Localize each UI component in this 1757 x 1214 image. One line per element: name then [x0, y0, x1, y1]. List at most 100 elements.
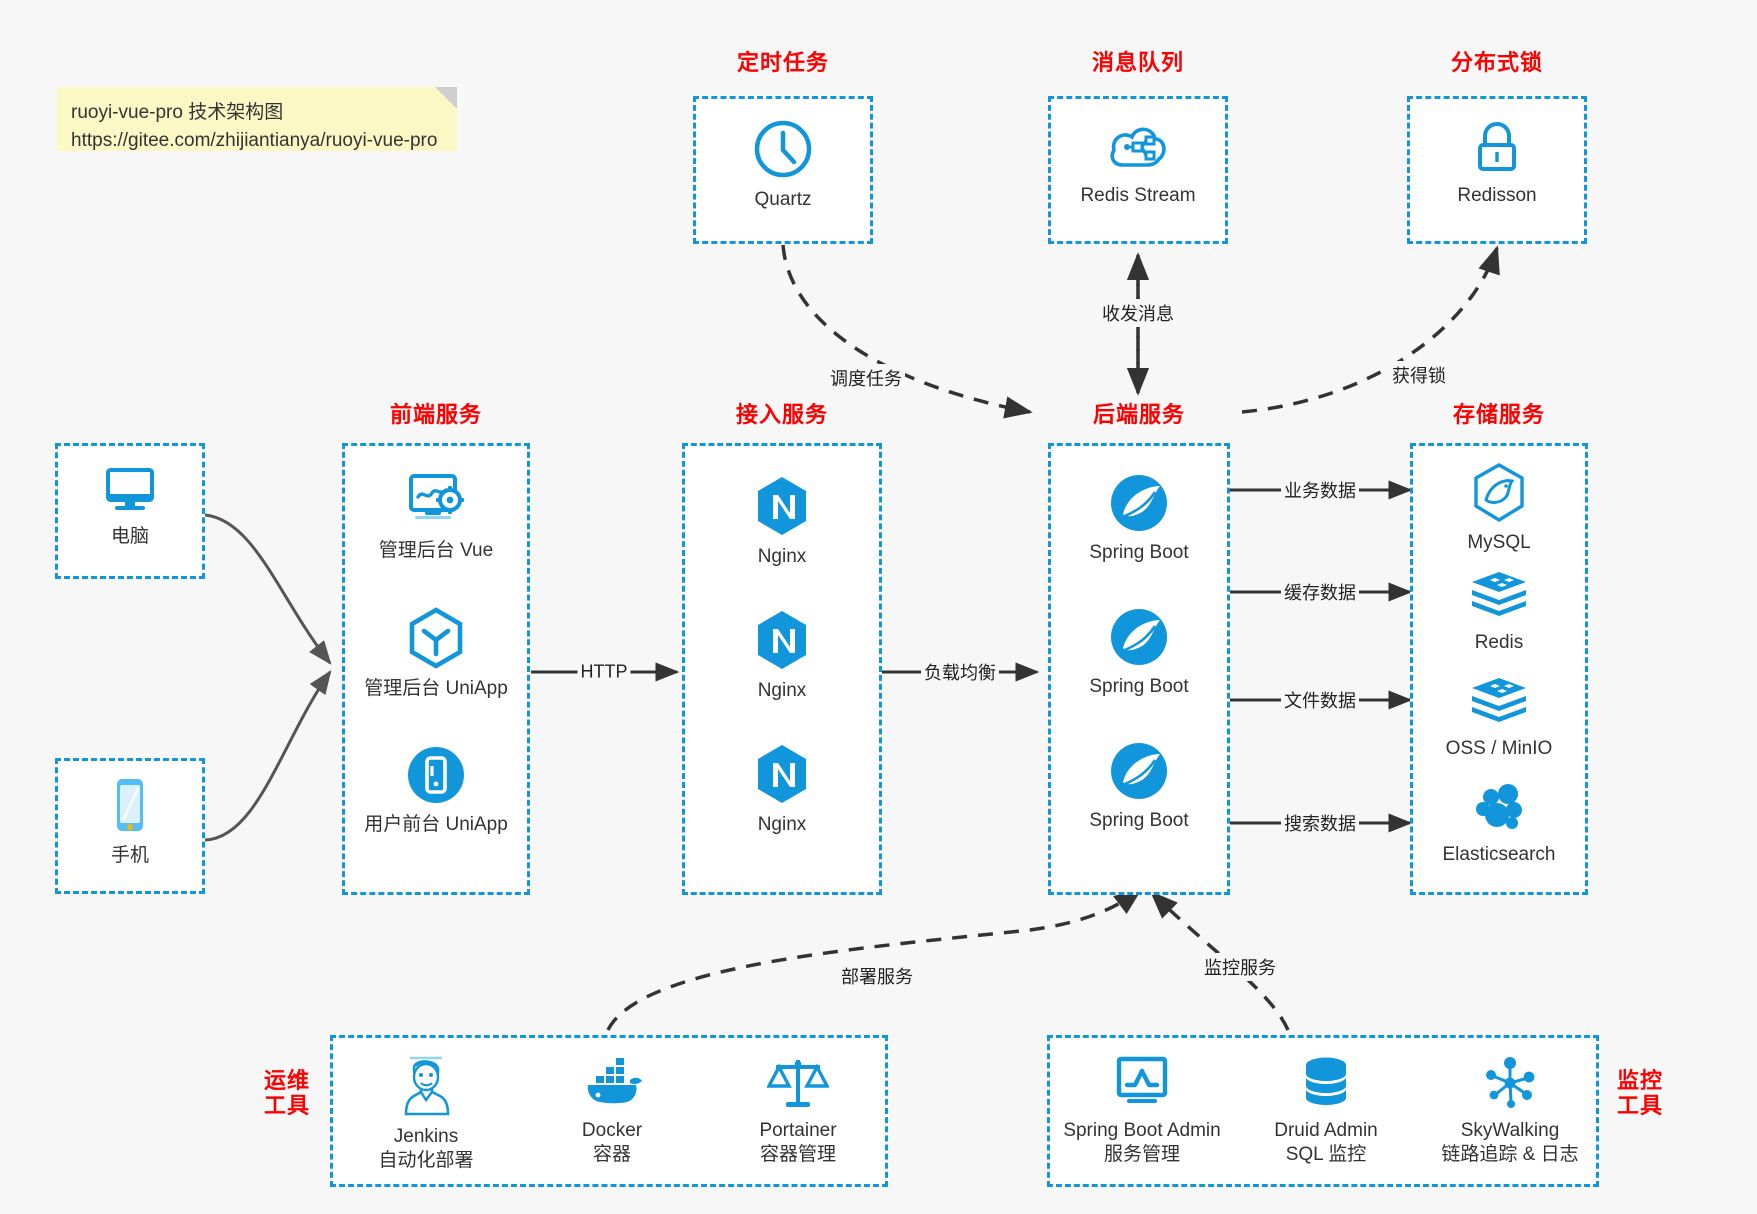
node-springboot-3[interactable]: Spring Boot	[1051, 740, 1227, 833]
edge-label-biz-data: 业务数据	[1281, 476, 1359, 504]
edge-label-mq: 收发消息	[1099, 299, 1177, 327]
node-docker[interactable]: Docker 容器	[519, 1054, 705, 1167]
node-label: 用户前台 UniApp	[364, 814, 508, 835]
node-label: 管理后台 UniApp	[364, 678, 508, 699]
node-label: 管理后台 Vue	[378, 540, 494, 561]
node-admin-uniapp[interactable]: 管理后台 UniApp	[345, 606, 527, 701]
spring-leaf-icon	[1108, 740, 1170, 802]
node-label: Elasticsearch	[1442, 844, 1556, 865]
node-sublabel: 容器	[592, 1143, 631, 1165]
node-label: Portainer	[759, 1120, 837, 1141]
group-box-frontend: 管理后台 Vue 管理后台 UniApp 用户前台 UniApp	[342, 443, 530, 895]
monitor-chart-icon	[1111, 1054, 1173, 1112]
node-nginx-1[interactable]: Nginx	[685, 474, 879, 569]
node-druid-admin[interactable]: Druid Admin SQL 监控	[1234, 1054, 1418, 1167]
node-label: Nginx	[757, 546, 807, 567]
group-box-lock: Redisson	[1407, 96, 1587, 244]
node-springboot-1[interactable]: Spring Boot	[1051, 472, 1227, 565]
note-line-2: https://gitee.com/zhijiantianya/ruoyi-vu…	[71, 129, 438, 151]
group-box-mq: Redis Stream	[1048, 96, 1228, 244]
node-label: 电脑	[110, 526, 149, 547]
lock-icon	[1468, 119, 1526, 177]
node-jenkins[interactable]: Jenkins 自动化部署	[333, 1054, 519, 1173]
node-user-uniapp[interactable]: 用户前台 UniApp	[345, 744, 527, 837]
desktop-icon	[100, 462, 160, 518]
group-title-devops-line1: 运维	[263, 1068, 310, 1093]
node-mysql[interactable]: MySQL	[1413, 462, 1585, 555]
node-label: MySQL	[1467, 532, 1531, 553]
node-sublabel: 自动化部署	[378, 1149, 474, 1171]
node-nginx-3[interactable]: Nginx	[685, 742, 879, 837]
redis-stack-icon	[1468, 674, 1530, 730]
cloud-stream-icon	[1107, 119, 1169, 177]
group-box-gateway: Nginx Nginx Nginx	[682, 443, 882, 895]
edge-label-monitor: 监控服务	[1201, 953, 1279, 981]
note-fold-corner	[435, 87, 457, 109]
node-label: Spring Boot	[1089, 542, 1189, 563]
node-portainer[interactable]: Portainer 容器管理	[705, 1054, 891, 1167]
group-title-storage: 存储服务	[1452, 402, 1545, 427]
node-phone[interactable]: 手机	[58, 775, 202, 868]
node-label: Spring Boot	[1089, 810, 1189, 831]
group-title-frontend: 前端服务	[389, 402, 482, 427]
node-sublabel: 链路追踪 & 日志	[1441, 1143, 1579, 1165]
node-redis-stream[interactable]: Redis Stream	[1051, 119, 1225, 208]
group-box-client-mobile: 手机	[55, 758, 205, 894]
group-box-storage: MySQL Redis	[1410, 443, 1588, 895]
node-redis[interactable]: Redis	[1413, 568, 1585, 655]
node-nginx-2[interactable]: Nginx	[685, 608, 879, 703]
note-line-1: ruoyi-vue-pro 技术架构图	[71, 102, 284, 123]
node-admin-vue[interactable]: 管理后台 Vue	[345, 470, 527, 563]
edge-label-load-balance: 负载均衡	[921, 658, 999, 686]
mysql-dolphin-icon	[1470, 462, 1528, 524]
nginx-icon	[753, 742, 811, 806]
group-title-lock: 分布式锁	[1450, 50, 1543, 75]
node-label: Spring Boot	[1089, 676, 1189, 697]
spring-leaf-icon	[1108, 606, 1170, 668]
node-label: Redis	[1474, 632, 1524, 653]
node-springboot-2[interactable]: Spring Boot	[1051, 606, 1227, 699]
edge-label-schedule: 调度任务	[827, 364, 905, 392]
node-quartz[interactable]: Quartz	[696, 117, 870, 212]
node-label: Redis Stream	[1080, 185, 1196, 206]
node-label: 手机	[110, 845, 149, 866]
edge-label-http: HTTP	[577, 660, 631, 684]
edge-label-cache-data: 缓存数据	[1281, 578, 1359, 606]
node-label: Druid Admin	[1274, 1120, 1378, 1141]
group-title-devops: 运维 工具	[258, 1068, 316, 1119]
node-redisson[interactable]: Redisson	[1410, 119, 1584, 208]
node-elasticsearch[interactable]: Elasticsearch	[1413, 780, 1585, 867]
node-spring-boot-admin[interactable]: Spring Boot Admin 服务管理	[1050, 1054, 1234, 1167]
jenkins-butler-icon	[396, 1054, 456, 1118]
node-desktop[interactable]: 电脑	[58, 462, 202, 549]
node-oss-minio[interactable]: OSS / MinIO	[1413, 674, 1585, 761]
edge-label-lock: 获得锁	[1389, 361, 1449, 389]
group-title-mq: 消息队列	[1091, 50, 1184, 75]
scales-icon	[766, 1054, 830, 1112]
group-title-scheduler: 定时任务	[736, 50, 829, 75]
spring-leaf-icon	[1108, 472, 1170, 534]
node-label: Spring Boot Admin	[1063, 1120, 1221, 1141]
docker-whale-icon	[580, 1054, 644, 1112]
group-box-backend: Spring Boot Spring Boot Spring Boot	[1048, 443, 1230, 895]
group-box-monitor: Spring Boot Admin 服务管理 Druid Admin SQL 监…	[1047, 1035, 1599, 1187]
edge-label-deploy: 部署服务	[838, 962, 916, 990]
database-icon	[1297, 1054, 1355, 1112]
node-label: Redisson	[1457, 185, 1537, 206]
clock-icon	[751, 117, 815, 181]
title-note: ruoyi-vue-pro 技术架构图 https://gitee.com/zh…	[57, 87, 457, 151]
node-label: Nginx	[757, 814, 807, 835]
dashboard-gear-icon	[403, 470, 469, 532]
group-title-gateway: 接入服务	[735, 402, 828, 427]
node-skywalking[interactable]: SkyWalking 链路追踪 & 日志	[1418, 1054, 1602, 1167]
edge-label-search-data: 搜索数据	[1281, 809, 1359, 837]
node-sublabel: 服务管理	[1103, 1143, 1180, 1165]
group-title-backend: 后端服务	[1092, 402, 1185, 427]
group-box-devops: Jenkins 自动化部署	[330, 1035, 888, 1187]
skywalking-node-icon	[1480, 1054, 1540, 1112]
node-sublabel: 容器管理	[759, 1143, 836, 1165]
group-title-monitor: 监控 工具	[1611, 1068, 1669, 1119]
nginx-icon	[753, 474, 811, 538]
phone-icon	[108, 775, 152, 837]
